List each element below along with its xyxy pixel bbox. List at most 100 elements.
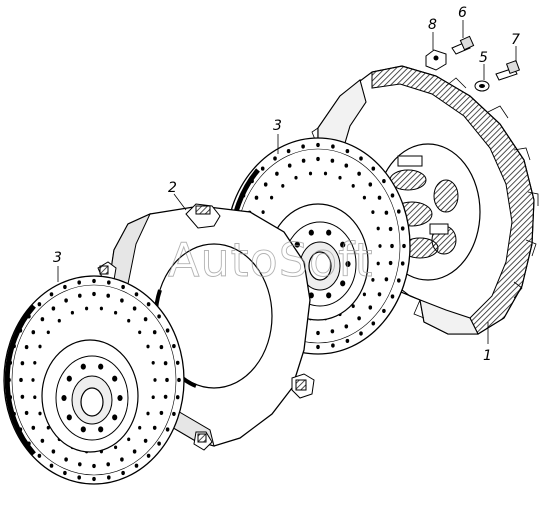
friction-hole — [20, 394, 25, 399]
friction-hole — [263, 182, 268, 187]
friction-hole — [371, 166, 376, 171]
hub-hole — [340, 280, 346, 287]
friction-hole — [294, 175, 298, 180]
friction-hole — [120, 298, 124, 303]
hub-hole — [326, 292, 332, 299]
hub-hole — [66, 414, 72, 421]
hardware-set — [425, 35, 521, 92]
friction-hole — [92, 476, 96, 482]
callout-7: 7 — [511, 32, 520, 48]
friction-hole — [8, 360, 13, 365]
friction-hole — [397, 278, 401, 283]
friction-hole — [12, 344, 16, 349]
driven-disc-front — [3, 275, 185, 485]
friction-hole — [172, 411, 176, 416]
intermediate-plate — [97, 203, 315, 451]
friction-hole — [397, 209, 401, 214]
friction-hole — [273, 156, 277, 161]
hub-hole — [294, 241, 300, 248]
friction-hole — [121, 470, 125, 476]
hub-hole — [117, 395, 123, 401]
friction-hole — [138, 330, 142, 335]
friction-hole — [7, 377, 11, 383]
friction-hole — [40, 317, 45, 322]
friction-hole — [376, 261, 380, 266]
friction-hole — [63, 470, 67, 476]
friction-hole — [344, 324, 349, 329]
friction-hole — [85, 306, 89, 311]
hub-hole — [98, 426, 104, 433]
hub-hole — [308, 229, 314, 236]
friction-hole — [12, 411, 16, 416]
friction-hole — [146, 453, 151, 458]
friction-hole — [146, 302, 151, 307]
friction-hole — [121, 284, 125, 290]
bolt-long — [495, 59, 521, 81]
friction-hole — [345, 149, 350, 154]
friction-hole — [359, 331, 363, 336]
friction-hole — [402, 243, 406, 249]
friction-hole — [159, 410, 164, 415]
callout-3-front: 3 — [53, 250, 62, 266]
friction-hole — [24, 345, 29, 350]
friction-hole — [308, 171, 313, 176]
friction-hole — [77, 280, 81, 285]
friction-hole — [254, 195, 259, 200]
friction-hole — [351, 304, 355, 308]
bolt-short — [451, 35, 475, 55]
friction-hole — [377, 195, 382, 200]
friction-hole — [377, 292, 382, 297]
callout-8: 8 — [428, 17, 437, 33]
friction-hole — [37, 302, 42, 307]
friction-hole — [51, 306, 56, 311]
friction-hole — [132, 449, 137, 454]
friction-hole — [134, 463, 139, 468]
watermark-text: AutoSoft — [168, 233, 374, 287]
friction-hole — [8, 395, 13, 400]
friction-hole — [18, 328, 23, 333]
friction-hole — [163, 394, 168, 399]
friction-hole — [38, 344, 42, 349]
friction-hole — [18, 427, 23, 432]
friction-hole — [143, 317, 148, 322]
friction-hole — [382, 308, 386, 313]
washer — [474, 80, 490, 92]
friction-hole — [64, 298, 68, 303]
friction-hole — [40, 438, 45, 443]
friction-hole — [331, 144, 335, 149]
friction-hole — [344, 163, 349, 168]
friction-hole — [127, 437, 131, 442]
hub-hole — [112, 414, 118, 421]
friction-hole — [159, 345, 164, 350]
friction-hole — [301, 144, 305, 149]
hub-hole — [80, 363, 86, 370]
hub-hole — [66, 375, 72, 382]
friction-hole — [388, 226, 393, 232]
friction-hole — [388, 260, 393, 266]
friction-hole — [33, 395, 37, 400]
friction-hole — [165, 377, 169, 383]
friction-hole — [146, 344, 150, 349]
friction-hole — [400, 226, 405, 231]
friction-hole — [106, 462, 110, 467]
friction-hole — [78, 462, 82, 467]
friction-hole — [175, 360, 180, 365]
friction-hole — [46, 330, 50, 335]
friction-hole — [19, 377, 23, 383]
friction-hole — [92, 291, 96, 297]
friction-hole — [31, 330, 36, 335]
friction-hole — [357, 316, 361, 321]
friction-hole — [275, 171, 279, 176]
friction-hole — [31, 378, 35, 382]
friction-hole — [165, 328, 170, 333]
friction-hole — [165, 427, 170, 432]
friction-hole — [49, 463, 54, 468]
friction-hole — [37, 453, 42, 458]
friction-hole — [301, 158, 306, 163]
friction-hole — [24, 410, 29, 415]
friction-hole — [177, 377, 181, 383]
friction-hole — [316, 142, 320, 148]
friction-hole — [331, 343, 335, 348]
friction-hole — [241, 193, 246, 198]
